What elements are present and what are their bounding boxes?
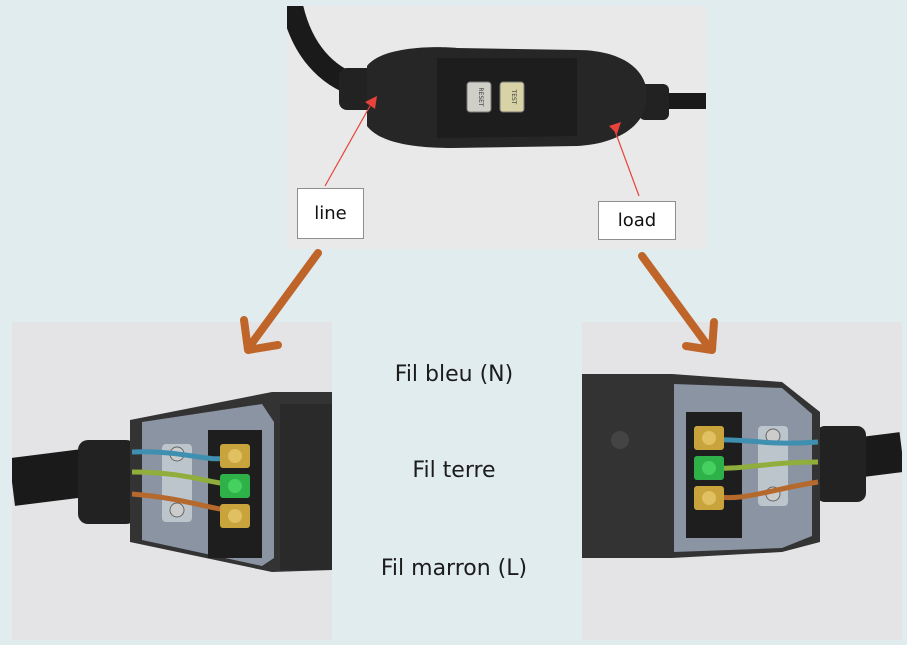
line-terminal-photo — [12, 322, 332, 640]
load-label: load — [598, 201, 676, 240]
blue-wire-label: Fil bleu (N) — [394, 362, 514, 387]
load-terminal-illustration — [582, 374, 902, 558]
rcd-device-illustration: RESET TEST — [287, 6, 706, 197]
line-label: line — [297, 188, 364, 239]
test-button-text: TEST — [510, 89, 517, 105]
line-terminal-illustration — [12, 392, 332, 572]
load-terminal-photo — [582, 322, 902, 640]
earth-wire-label: Fil terre — [412, 458, 496, 483]
brown-wire-label: Fil marron (L) — [380, 556, 528, 581]
rcd-device-photo: RESET TEST line load — [287, 6, 706, 249]
reset-button-text: RESET — [477, 87, 484, 107]
